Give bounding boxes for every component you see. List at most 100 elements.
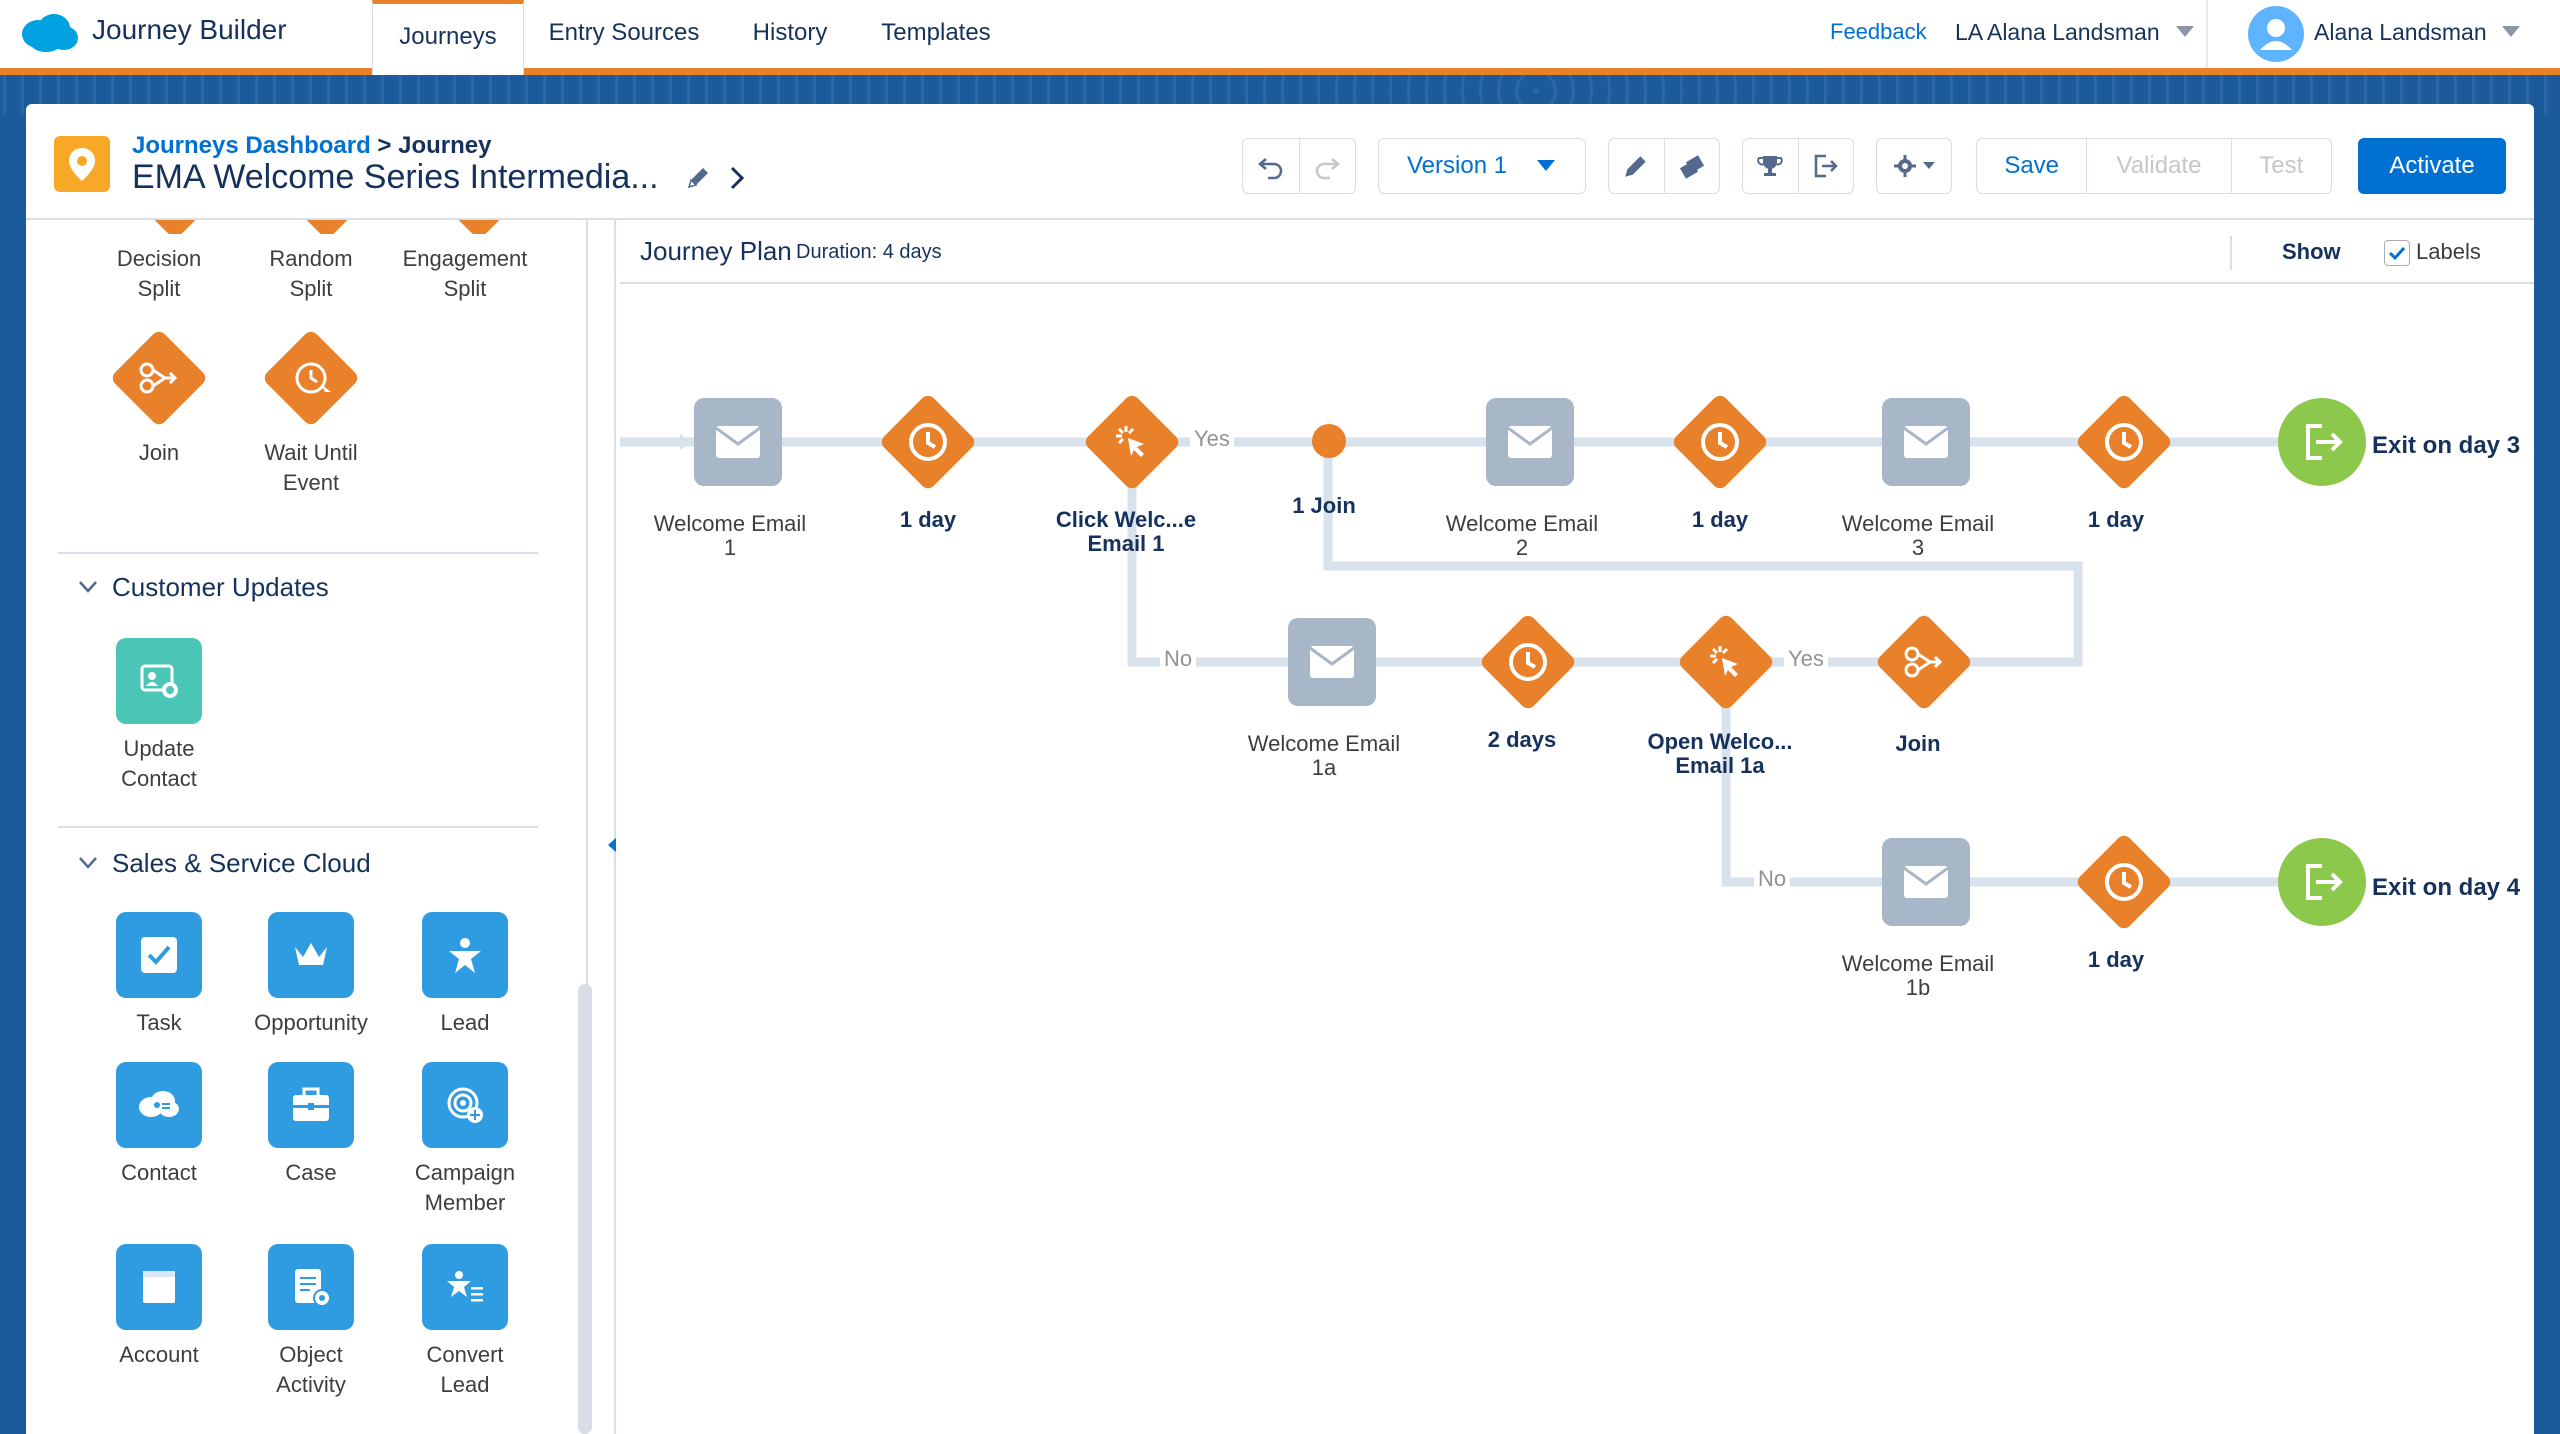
task-label: Task bbox=[136, 1010, 182, 1035]
case-label: Case bbox=[285, 1160, 337, 1185]
user-avatar-icon[interactable] bbox=[2248, 6, 2304, 62]
goal-exit-group bbox=[1742, 138, 1854, 194]
palette-wait-until-event[interactable]: Wait Until Event bbox=[236, 328, 386, 498]
gear-icon bbox=[1894, 155, 1916, 177]
lead-label: Lead bbox=[440, 1010, 490, 1035]
canvas-header bbox=[620, 220, 2534, 284]
version-select[interactable]: Version 1 bbox=[1378, 138, 1586, 194]
engagement-split-label-2: Split bbox=[443, 276, 487, 301]
email-envelope-icon bbox=[1903, 426, 1949, 458]
node-welcome-email-1a[interactable] bbox=[1288, 618, 1376, 706]
user-chevron-down-icon[interactable] bbox=[2502, 26, 2520, 38]
palette-object-activity[interactable]: Object Activity bbox=[236, 1244, 386, 1400]
edit-pencil-icon[interactable] bbox=[686, 164, 712, 190]
section-separator bbox=[58, 552, 538, 554]
sales-service-chevron-icon[interactable] bbox=[78, 856, 98, 870]
goal-button[interactable] bbox=[1743, 139, 1799, 193]
undo-redo-group bbox=[1242, 138, 1356, 194]
org-switcher[interactable]: LA Alana Landsman bbox=[1955, 19, 2160, 45]
edit-button[interactable] bbox=[1609, 139, 1665, 193]
node-welcome-email-1[interactable] bbox=[694, 398, 782, 486]
tab-templates[interactable]: Templates bbox=[881, 19, 991, 46]
clock-icon bbox=[2105, 863, 2143, 901]
node-wait-1-day[interactable] bbox=[878, 392, 978, 492]
email-envelope-icon bbox=[1903, 866, 1949, 898]
campaign-member-label-1: Campaign bbox=[414, 1160, 516, 1185]
lead-star-person-icon bbox=[422, 912, 508, 998]
node-wait-2-days[interactable] bbox=[1478, 612, 1578, 712]
collapse-caret-left-icon[interactable] bbox=[606, 836, 618, 854]
copy-button[interactable] bbox=[1665, 139, 1720, 193]
palette-campaign-member[interactable]: Campaign Member bbox=[390, 1062, 540, 1218]
node-exit-day-3[interactable] bbox=[2278, 398, 2366, 486]
palette-account[interactable]: Account bbox=[84, 1244, 234, 1370]
node-wait-2-1-day[interactable] bbox=[1670, 392, 1770, 492]
activate-button[interactable]: Activate bbox=[2358, 138, 2506, 194]
labels-checkbox[interactable] bbox=[2384, 240, 2410, 266]
palette-convert-lead[interactable]: Convert Lead bbox=[390, 1244, 540, 1400]
exit-criteria-button[interactable] bbox=[1799, 139, 1854, 193]
palette-decision-split[interactable]: Decision Split bbox=[84, 244, 234, 304]
node-welcome-email-2[interactable] bbox=[1486, 398, 1574, 486]
chevron-right-icon[interactable] bbox=[726, 164, 748, 192]
contact-label: Contact bbox=[121, 1160, 197, 1185]
palette-task[interactable]: Task bbox=[84, 912, 234, 1038]
node-open-engagement-split[interactable] bbox=[1676, 612, 1776, 712]
customer-updates-title[interactable]: Customer Updates bbox=[112, 572, 329, 602]
palette-join[interactable]: Join bbox=[84, 328, 234, 468]
header-divider bbox=[2206, 0, 2208, 68]
redo-button[interactable] bbox=[1300, 139, 1356, 193]
salesforce-cloud-icon[interactable] bbox=[18, 10, 80, 54]
sales-service-title[interactable]: Sales & Service Cloud bbox=[112, 848, 371, 878]
node-click-engagement-split[interactable] bbox=[1082, 392, 1182, 492]
tab-journeys[interactable]: Journeys bbox=[372, 0, 524, 75]
engagement-split-label-1: Engagement bbox=[402, 246, 528, 271]
org-chevron-down-icon[interactable] bbox=[2176, 26, 2194, 38]
user-name[interactable]: Alana Landsman bbox=[2314, 19, 2487, 45]
account-folder-icon bbox=[116, 1244, 202, 1330]
opportunity-label: Opportunity bbox=[254, 1010, 368, 1035]
customer-updates-chevron-icon[interactable] bbox=[78, 580, 98, 594]
click-cursor-icon bbox=[1710, 646, 1738, 677]
save-button[interactable]: Save bbox=[1977, 139, 2088, 193]
tab-history[interactable]: History bbox=[752, 19, 828, 46]
palette-lead[interactable]: Lead bbox=[390, 912, 540, 1038]
wait-until-diamond bbox=[261, 328, 361, 428]
object-activity-label-1: Object bbox=[279, 1342, 343, 1367]
task-icon bbox=[116, 912, 202, 998]
palette-contact[interactable]: Contact bbox=[84, 1062, 234, 1188]
test-button[interactable]: Test bbox=[2259, 152, 2304, 179]
breadcrumb-separator: > bbox=[377, 132, 392, 159]
palette-case[interactable]: Case bbox=[236, 1062, 386, 1188]
palette-opportunity[interactable]: Opportunity bbox=[236, 912, 386, 1038]
palette-update-contact[interactable]: Update Contact bbox=[84, 638, 234, 794]
node-label-wait-1: 1 day bbox=[899, 507, 957, 532]
node-label-join: Join bbox=[1895, 731, 1941, 756]
palette-engagement-split[interactable]: Engagement Split bbox=[390, 244, 540, 304]
node-join[interactable] bbox=[1874, 612, 1974, 712]
palette-scrollbar[interactable] bbox=[578, 984, 592, 1434]
palette-random-split[interactable]: Random Split bbox=[236, 244, 386, 304]
tab-entry-sources[interactable]: Entry Sources bbox=[548, 19, 700, 46]
wait-until-label-1: Wait Until bbox=[264, 440, 358, 465]
exit-door-icon bbox=[2306, 864, 2343, 900]
join-label: Join bbox=[138, 440, 180, 465]
node-welcome-email-3[interactable] bbox=[1882, 398, 1970, 486]
node-welcome-email-1b[interactable] bbox=[1882, 838, 1970, 926]
node-join-dot[interactable] bbox=[1312, 424, 1346, 458]
node-exit-day-4[interactable] bbox=[2278, 838, 2366, 926]
labels-toggle-label[interactable]: Labels bbox=[2416, 239, 2481, 264]
settings-button[interactable] bbox=[1876, 138, 1952, 194]
join-icon bbox=[1904, 646, 1943, 678]
undo-button[interactable] bbox=[1243, 139, 1300, 193]
settings-chevron-down-icon bbox=[1923, 162, 1935, 169]
node-wait-3-1-day[interactable] bbox=[2074, 392, 2174, 492]
breadcrumb-dashboard-link[interactable]: Journeys Dashboard bbox=[132, 132, 371, 159]
validate-button[interactable]: Validate bbox=[2087, 139, 2232, 193]
breadcrumb: Journeys Dashboard > Journey bbox=[132, 132, 491, 160]
update-contact-icon bbox=[116, 638, 202, 724]
feedback-link[interactable]: Feedback bbox=[1830, 19, 1927, 44]
node-wait-4-1-day[interactable] bbox=[2074, 832, 2174, 932]
